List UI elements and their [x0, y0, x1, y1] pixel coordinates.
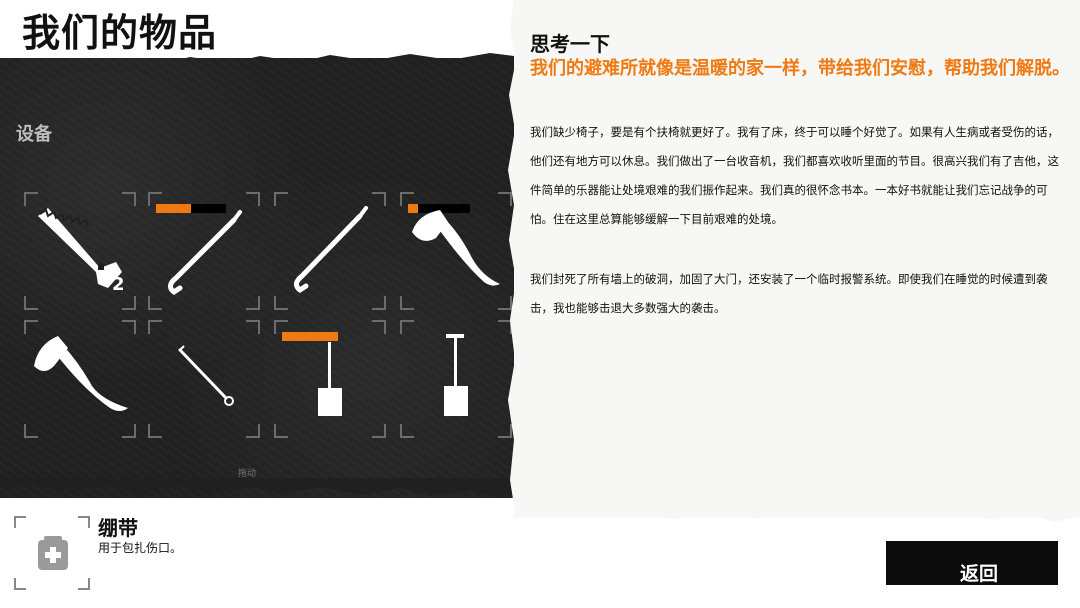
- category-label: 设备: [16, 124, 52, 145]
- slot-corner: [400, 192, 414, 206]
- inventory-slot-shovel[interactable]: [274, 320, 386, 438]
- slot-corner: [246, 192, 260, 206]
- durability-bar: [156, 204, 226, 213]
- slot-corner: [24, 192, 38, 206]
- slot-corner: [78, 578, 90, 590]
- slot-corner: [274, 296, 288, 310]
- slot-corner: [274, 192, 288, 206]
- slot-corner: [372, 320, 386, 334]
- shovel-icon: [444, 334, 468, 416]
- selected-item-slot: [14, 516, 90, 590]
- shovel-icon: [318, 342, 342, 416]
- slot-corner: [498, 296, 512, 310]
- durability-bar: [282, 332, 338, 341]
- slot-corner: [24, 296, 38, 310]
- slot-corner: [14, 516, 26, 528]
- slot-corner: [148, 192, 162, 206]
- thoughts-paragraph: 我们封死了所有墙上的破洞，加固了大门，还安装了一个临时报警系统。即使我们在睡觉的…: [530, 272, 1048, 315]
- slot-corner: [372, 424, 386, 438]
- selected-item-name: 绷带: [98, 516, 138, 540]
- slot-corner: [246, 320, 260, 334]
- slot-corner: [24, 424, 38, 438]
- page-title: 我们的物品: [22, 11, 218, 55]
- slot-corner: [148, 424, 162, 438]
- thoughts-subtitle: 我们的避难所就像是温暖的家一样，带给我们安慰，帮助我们解脱。: [530, 58, 1070, 79]
- slot-corner: [122, 296, 136, 310]
- slot-corner: [122, 192, 136, 206]
- inventory-slot-crowbar[interactable]: [148, 192, 260, 310]
- crowbar-icon: [168, 210, 242, 296]
- slot-corner: [14, 578, 26, 590]
- hatchet-icon: [412, 210, 500, 286]
- slot-corner: [122, 424, 136, 438]
- thoughts-paper: [514, 0, 1080, 518]
- slot-corner: [122, 320, 136, 334]
- thoughts-paragraph: 我们缺少椅子，要是有个扶椅就更好了。我有了床，终于可以睡个好觉了。如果有人生病或…: [530, 125, 1059, 226]
- inventory-slot-crowbar-2[interactable]: [274, 192, 386, 310]
- slot-corner: [400, 424, 414, 438]
- inventory-slot-axe[interactable]: [24, 320, 136, 438]
- back-button[interactable]: 返回: [886, 541, 1058, 585]
- scroll-hint: 拖动: [238, 469, 257, 479]
- slot-corner: [274, 320, 288, 334]
- paper-torn-bottom-edge: [514, 500, 1080, 522]
- paper-torn-left-edge: [508, 0, 530, 518]
- thoughts-heading: 思考一下: [530, 32, 610, 56]
- axe-icon: [34, 336, 128, 411]
- back-button-label: 返回: [959, 563, 998, 585]
- inventory-board: [0, 58, 530, 498]
- inventory-slot-hatchet[interactable]: [400, 192, 512, 310]
- inventory-slot-lockpick[interactable]: [148, 320, 260, 438]
- slot-corner: [498, 192, 512, 206]
- inventory-slot-saw[interactable]: 2: [24, 192, 136, 310]
- crowbar-icon: [294, 206, 368, 294]
- slot-corner: [274, 424, 288, 438]
- item-count: 2: [112, 274, 125, 295]
- slot-corner: [24, 320, 38, 334]
- selected-item-description: 用于包扎伤口。: [98, 541, 183, 555]
- slot-corner: [400, 320, 414, 334]
- slot-corner: [148, 320, 162, 334]
- bandage-icon: [38, 536, 68, 570]
- slot-corner: [246, 296, 260, 310]
- inventory-slot-shovel-2[interactable]: [400, 320, 512, 438]
- slot-corner: [372, 192, 386, 206]
- slot-corner: [372, 296, 386, 310]
- slot-corner: [148, 296, 162, 310]
- board-torn-bottom-edge: [0, 478, 530, 498]
- slot-corner: [78, 516, 90, 528]
- slot-corner: [498, 424, 512, 438]
- slot-corner: [400, 296, 414, 310]
- saw-icon: [38, 208, 122, 288]
- lockpick-icon: [178, 345, 234, 406]
- slot-corner: [246, 424, 260, 438]
- durability-bar: [408, 204, 470, 213]
